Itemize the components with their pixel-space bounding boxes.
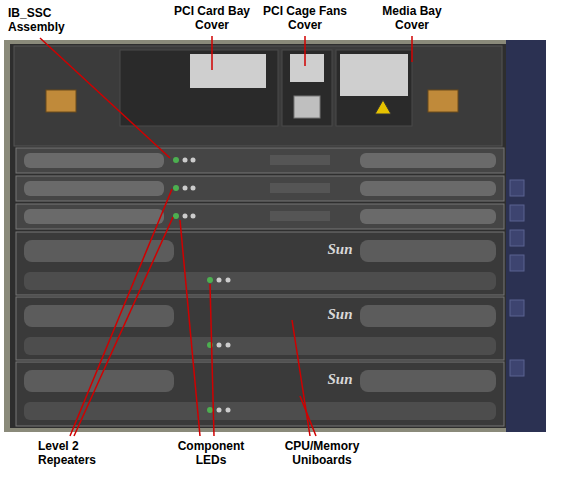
bezel-button [510, 255, 524, 271]
callout-label: Component LEDs [168, 439, 254, 467]
pci-card-bay-cover [120, 50, 278, 126]
callout-label: CPU/Memory Uniboards [272, 439, 372, 467]
leader-lines [40, 36, 412, 436]
brand-logo: Sun [310, 241, 370, 257]
bezel-button [510, 360, 524, 376]
bezel-button [510, 230, 524, 246]
cover-plate [190, 54, 266, 88]
callout-label: PCI Cage Fans Cover [260, 4, 350, 32]
cover-plate [290, 54, 324, 82]
pci-cage-fans-cover [282, 50, 332, 126]
bezel-button [510, 180, 524, 196]
repeater-boards [16, 148, 504, 229]
media-bay-cover [336, 50, 412, 126]
warning-triangle [375, 100, 391, 114]
bezel-button [510, 205, 524, 221]
chassis-front [10, 44, 506, 428]
chassis-frame [4, 40, 546, 432]
latch [46, 90, 76, 112]
callout-label: Media Bay Cover [367, 4, 457, 32]
callout-label: Level 2 Repeaters [38, 439, 113, 467]
callout-label: IB_SSC Assembly [8, 6, 83, 34]
bezel-strip [506, 40, 546, 432]
brand-logo: Sun [310, 371, 370, 387]
cover-plate [340, 54, 408, 96]
latch [428, 90, 458, 112]
uniboards [16, 232, 504, 426]
cover-area [14, 46, 502, 146]
latch [294, 96, 320, 118]
bezel-button [510, 300, 524, 316]
brand-logo: Sun [310, 306, 370, 322]
callout-label: PCI Card Bay Cover [167, 4, 257, 32]
